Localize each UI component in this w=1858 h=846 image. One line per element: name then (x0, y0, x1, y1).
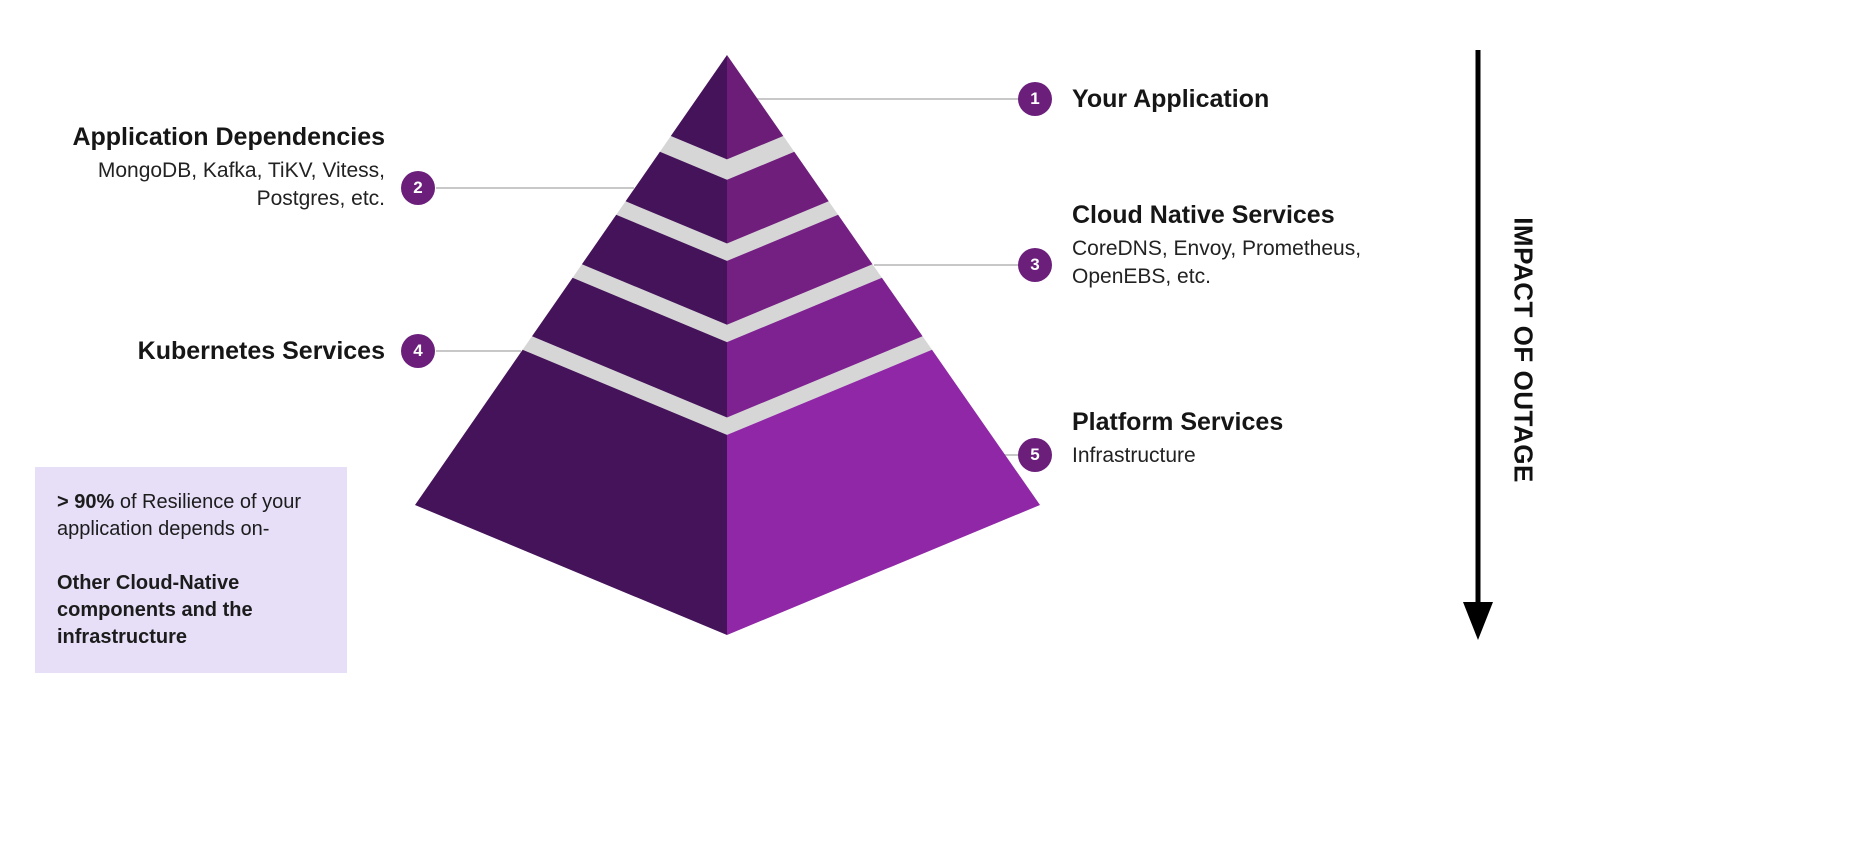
level-title: Platform Services (1072, 408, 1284, 436)
level-subtitle-line: OpenEBS, etc. (1072, 265, 1211, 288)
note-box: > 90% of Resilience of your application … (35, 467, 347, 673)
pyramid-band-3-right-face (727, 214, 873, 325)
note-spacer (57, 543, 325, 570)
level-badge-2: 2 (401, 171, 435, 205)
level-number: 2 (413, 178, 423, 197)
pyramid-band-5-right-face (727, 349, 1040, 635)
level-subtitle-line: Infrastructure (1072, 444, 1196, 467)
note-highlight: > 90% (57, 491, 115, 513)
pyramid-band-5-left-face (415, 349, 727, 635)
level-title: Cloud Native Services (1072, 201, 1335, 229)
pyramid-gap-3 (572, 264, 882, 343)
level-title: Your Application (1072, 85, 1270, 113)
pyramid-gap-2 (616, 201, 839, 261)
level-subtitle-line: Postgres, etc. (256, 187, 385, 210)
level-badge-1: 1 (1018, 82, 1052, 116)
impact-of-outage-axis-label: IMPACT OF OUTAGE (1508, 217, 1539, 483)
level-number: 4 (413, 341, 423, 360)
label-your-application: Your Application (1072, 84, 1269, 119)
label-cloud-native-services: Cloud Native Services CoreDNS, Envoy, Pr… (1072, 200, 1361, 291)
pyramid-band-1-right-face (727, 55, 784, 160)
pyramid-band-3-left-face (581, 214, 727, 325)
level-badge-5: 5 (1018, 438, 1052, 472)
level-number: 1 (1030, 89, 1040, 108)
level-badge-3: 3 (1018, 248, 1052, 282)
level-title: Application Dependencies (72, 123, 385, 151)
level-subtitle-line: CoreDNS, Envoy, Prometheus, (1072, 237, 1362, 260)
level-badge-4: 4 (401, 334, 435, 368)
level-subtitle-line: MongoDB, Kafka, TiKV, Vitess, (97, 159, 385, 182)
outage-arrow-head-icon (1463, 602, 1493, 640)
pyramid-gap-1 (659, 136, 795, 180)
label-platform-services: Platform Services Infrastructure (1072, 407, 1283, 470)
label-kubernetes-services: Kubernetes Services (35, 336, 385, 371)
pyramid-band-1-left-face (670, 55, 727, 160)
level-title: Kubernetes Services (137, 337, 385, 365)
note-paragraph-1: > 90% of Resilience of your application … (57, 489, 325, 543)
level-number: 3 (1030, 255, 1040, 274)
pyramid-band-4-left-face (532, 277, 727, 418)
level-number: 5 (1030, 445, 1040, 464)
pyramid-band-2-right-face (727, 151, 829, 244)
label-application-dependencies: Application Dependencies MongoDB, Kafka,… (35, 122, 385, 213)
note-paragraph-2: Other Cloud-Native components and the in… (57, 572, 253, 648)
pyramid-band-4-right-face (727, 277, 923, 418)
pyramid-band-2-left-face (625, 151, 727, 244)
note-text: of Resilience of your application depend… (57, 491, 302, 540)
